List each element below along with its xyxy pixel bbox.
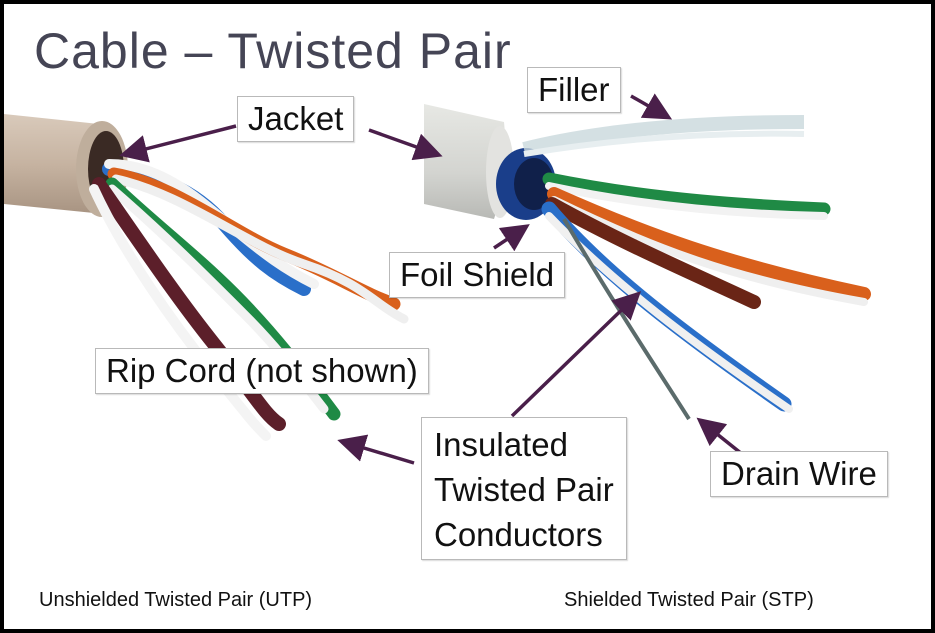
stp-orange-pair bbox=[547, 187, 871, 301]
utp-brown-pair bbox=[92, 177, 286, 431]
label-rip-cord: Rip Cord (not shown) bbox=[95, 348, 429, 394]
label-insulated-line-3: Conductors bbox=[434, 516, 603, 553]
jacket-arrow-right bbox=[368, 128, 443, 161]
diagram-canvas: Cable – Twisted Pair Jacket Filler Foil … bbox=[4, 4, 931, 629]
callout-arrows bbox=[119, 93, 744, 465]
label-insulated-line-1: Insulated bbox=[434, 426, 568, 463]
page-title: Cable – Twisted Pair bbox=[34, 23, 512, 79]
label-insulated-twisted-pair-conductors: Insulated Twisted Pair Conductors bbox=[421, 417, 627, 560]
insulated-arrow-right bbox=[510, 291, 642, 418]
stp-jacket bbox=[424, 104, 506, 219]
label-filler: Filler bbox=[527, 67, 621, 113]
label-foil-shield: Foil Shield bbox=[389, 252, 566, 298]
stp-drain-wire bbox=[562, 217, 691, 421]
label-drain-wire: Drain Wire bbox=[710, 451, 888, 497]
drain-wire-arrow bbox=[696, 417, 744, 456]
stp-filler bbox=[522, 115, 805, 156]
label-jacket: Jacket bbox=[237, 96, 355, 142]
stp-brown-pair bbox=[545, 197, 761, 309]
caption-utp: Unshielded Twisted Pair (UTP) bbox=[39, 589, 313, 611]
stp-green-pair bbox=[542, 172, 831, 216]
insulated-arrow-left bbox=[337, 434, 415, 465]
foil-shield-arrow bbox=[493, 224, 530, 252]
stp-cable bbox=[424, 104, 871, 421]
jacket-arrow-left bbox=[119, 124, 237, 163]
filler-arrow bbox=[630, 93, 673, 120]
label-insulated-line-2: Twisted Pair bbox=[434, 471, 614, 508]
caption-stp: Shielded Twisted Pair (STP) bbox=[564, 589, 814, 611]
